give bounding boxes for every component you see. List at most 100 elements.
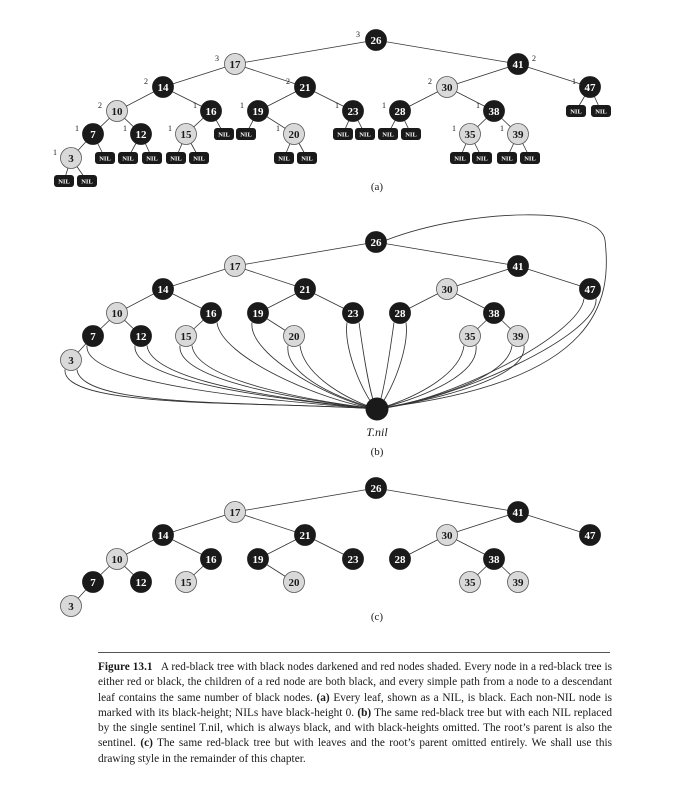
tree-node-39: 39 bbox=[507, 325, 529, 347]
node-key-label: 28 bbox=[395, 106, 407, 118]
sentinel-link bbox=[376, 345, 513, 410]
black-height-label: 1 bbox=[276, 124, 280, 133]
tree-node-21: 212 bbox=[286, 76, 316, 98]
nil-leaf-box bbox=[333, 128, 353, 140]
tree-node-17: 17 bbox=[224, 501, 246, 523]
tree-edge-n17-n21 bbox=[234, 63, 306, 88]
nil-leaf-label: NIL bbox=[278, 155, 290, 162]
tree-node-28: 28 bbox=[389, 302, 411, 324]
node-key-label: 47 bbox=[585, 82, 597, 94]
nil-leaf-label: NIL bbox=[382, 131, 394, 138]
nil-leaf-box bbox=[497, 152, 517, 164]
tree-edge-n41-n30 bbox=[446, 63, 519, 88]
red-node-circle bbox=[459, 571, 481, 593]
tree-node-47: 471 bbox=[572, 76, 601, 98]
tree-node-38: 38 bbox=[483, 548, 505, 570]
sentinel-link bbox=[376, 345, 525, 410]
nil-leaf-label: NIL bbox=[193, 155, 205, 162]
nil-leaf-label: NIL bbox=[454, 155, 466, 162]
node-key-label: 35 bbox=[465, 129, 477, 141]
nil-leaf-label: NIL bbox=[81, 178, 93, 185]
tree-node-7: 7 bbox=[82, 325, 104, 347]
tree-node-3: 31 bbox=[53, 147, 82, 169]
nil-leaf: NIL bbox=[189, 152, 209, 164]
node-key-label: 26 bbox=[371, 35, 383, 47]
tree-node-14: 14 bbox=[152, 278, 174, 300]
black-node-circle bbox=[507, 53, 529, 75]
nil-leaf-box bbox=[77, 175, 97, 187]
sentinel-label: T.nil bbox=[366, 425, 388, 439]
black-node-circle bbox=[365, 231, 387, 253]
tree-edge-n26-n17 bbox=[234, 241, 377, 267]
node-key-label: 30 bbox=[442, 530, 454, 542]
sentinel-link bbox=[134, 345, 378, 410]
tree-edge-n26-n41 bbox=[375, 39, 519, 65]
sentinel-link bbox=[376, 298, 585, 410]
caption-part-a-label: (a) bbox=[316, 691, 330, 704]
nil-leaf-label: NIL bbox=[58, 178, 70, 185]
black-height-label: 1 bbox=[382, 101, 386, 110]
black-node-circle bbox=[507, 501, 529, 523]
black-height-label: 1 bbox=[240, 101, 244, 110]
tree-edge-n41-n47 bbox=[517, 265, 591, 290]
sentinel-link bbox=[179, 345, 378, 410]
node-key-label: 14 bbox=[158, 284, 170, 296]
nil-leaf-box bbox=[118, 152, 138, 164]
nil-leaf-label: NIL bbox=[337, 131, 349, 138]
tree-edge-n17-n14 bbox=[162, 265, 236, 290]
black-height-label: 2 bbox=[98, 101, 102, 110]
node-key-label: 41 bbox=[513, 261, 524, 273]
tree-node-14: 14 bbox=[152, 524, 174, 546]
nil-leaf-box bbox=[236, 128, 256, 140]
caption-part-c-label: (c) bbox=[140, 737, 153, 750]
black-node-circle bbox=[579, 278, 601, 300]
node-key-label: 21 bbox=[300, 284, 311, 296]
node-key-label: 16 bbox=[206, 308, 218, 320]
caption-part-b-label: (b) bbox=[357, 706, 372, 719]
tree-node-16: 16 bbox=[200, 548, 222, 570]
caption-part-a: Every leaf, shown as a NIL, is black. Ea… bbox=[98, 691, 612, 719]
red-node-circle bbox=[60, 147, 82, 169]
nil-leaf-label: NIL bbox=[170, 155, 182, 162]
node-key-label: 7 bbox=[90, 331, 96, 343]
nil-leaf: NIL bbox=[520, 152, 540, 164]
node-key-label: 20 bbox=[289, 577, 301, 589]
caption-divider bbox=[98, 652, 610, 653]
nil-leaf-label: NIL bbox=[570, 108, 582, 115]
black-node-circle bbox=[152, 278, 174, 300]
tree-node-35: 35 bbox=[459, 325, 481, 347]
tree-edge-n41-n30 bbox=[446, 265, 519, 290]
tree-node-47: 47 bbox=[579, 278, 601, 300]
tree-node-14: 142 bbox=[144, 76, 174, 98]
nil-leaf: NIL bbox=[77, 175, 97, 187]
nil-leaf-box bbox=[566, 105, 586, 117]
node-key-label: 17 bbox=[230, 59, 242, 71]
tree-node-15: 15 bbox=[175, 325, 197, 347]
nil-leaf-box bbox=[166, 152, 186, 164]
nil-leaf: NIL bbox=[566, 105, 586, 117]
black-node-circle bbox=[200, 302, 222, 324]
figure-label: Figure 13.1 bbox=[98, 661, 153, 673]
tree-edge-n26-n41 bbox=[375, 487, 519, 513]
tree-node-17: 17 3 bbox=[215, 53, 246, 75]
nil-leaf-label: NIL bbox=[595, 108, 607, 115]
node-key-label: 21 bbox=[300, 530, 311, 542]
tree-node-3: 3 bbox=[60, 349, 82, 371]
black-node-circle bbox=[152, 76, 174, 98]
black-height-label: 1 bbox=[123, 124, 127, 133]
node-key-label: 17 bbox=[230, 261, 242, 273]
black-node-circle bbox=[82, 123, 104, 145]
black-node-circle bbox=[579, 76, 601, 98]
red-node-circle bbox=[436, 278, 458, 300]
nil-leaf-box bbox=[95, 152, 115, 164]
black-height-label: 3 bbox=[215, 54, 219, 63]
nil-leaf-label: NIL bbox=[501, 155, 513, 162]
black-node-circle bbox=[483, 302, 505, 324]
tree-node-19: 19 bbox=[247, 548, 269, 570]
tree-node-30: 30 bbox=[436, 524, 458, 546]
tree-node-30: 30 bbox=[436, 278, 458, 300]
black-node-circle bbox=[507, 255, 529, 277]
black-height-label: 2 bbox=[532, 54, 536, 63]
sentinel-link bbox=[376, 322, 395, 410]
tree-node-26: 26 bbox=[365, 477, 387, 499]
